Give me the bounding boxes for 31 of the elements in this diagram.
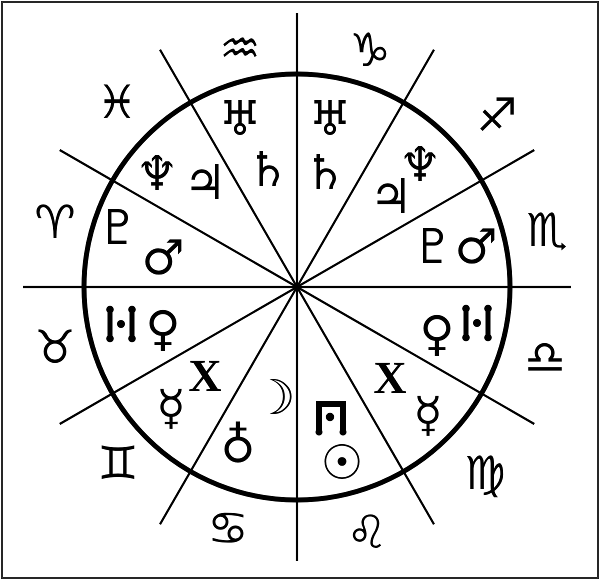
zodiac-sign: ♒ (219, 25, 261, 71)
planet-symbol: ♄ (303, 149, 347, 197)
zodiac-sign: ♎ (524, 334, 566, 380)
planet-symbol: ♂ (141, 234, 185, 282)
planet-symbol: ☉ (320, 439, 364, 487)
zodiac-sign: ♐ (476, 92, 518, 138)
zodiac-sign: ♋ (207, 505, 249, 551)
planet-symbol: ♁ (220, 422, 256, 470)
planet-symbol: ♇ (96, 204, 140, 252)
planet-symbol: ♅ (308, 95, 352, 143)
planet-symbol: ♅ (218, 95, 262, 143)
planet-symbol: ♄ (246, 146, 290, 194)
zodiac-sign: ♉ (34, 324, 76, 370)
planet-symbol: ♀ (419, 310, 455, 358)
planet-symbol: ☿ (413, 391, 443, 439)
zodiac-sign: ♈ (34, 199, 76, 245)
zodiac-sign: ♍ (464, 450, 506, 496)
letter-symbol: X (373, 355, 407, 401)
planet-symbol: ☿ (156, 384, 186, 432)
zodiac-sign: ♏ (526, 207, 568, 253)
zodiac-sign: ♓ (96, 79, 138, 125)
zodiac-sign: ♌ (346, 509, 388, 555)
planet-symbol: ☽ (252, 374, 296, 422)
planet-symbol: ♃ (183, 159, 227, 207)
planet-symbol: ♆ (135, 150, 179, 198)
planet-symbol: ♀ (145, 305, 181, 353)
zodiac-sign: ♑ (349, 27, 391, 73)
planet-symbol: ♂ (454, 223, 498, 271)
zodiac-sign: ♊ (97, 440, 139, 486)
letter-symbol: X (188, 353, 222, 399)
planet-symbol: ♇ (411, 223, 455, 271)
